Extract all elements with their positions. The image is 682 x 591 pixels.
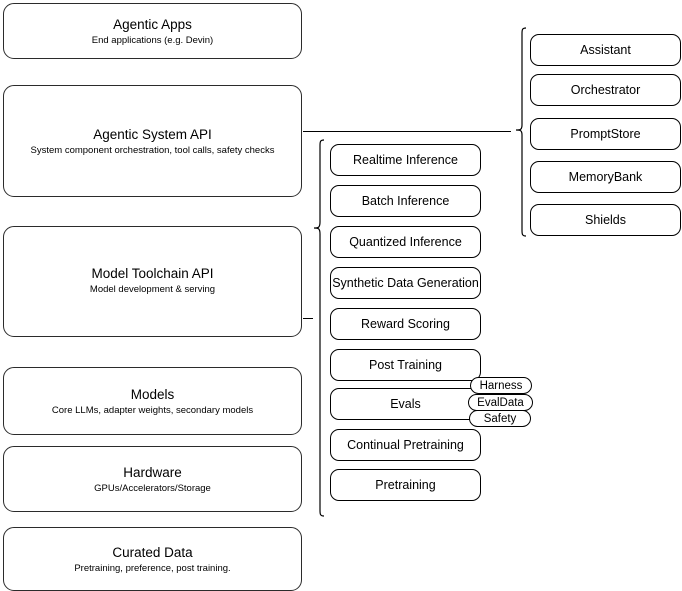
capability-label: Realtime Inference: [353, 153, 458, 167]
layer-subtitle: Core LLMs, adapter weights, secondary mo…: [51, 404, 254, 416]
capability-box-continual-pretraining[interactable]: Continual Pretraining: [330, 429, 481, 461]
component-box-memorybank[interactable]: MemoryBank: [530, 161, 681, 193]
capability-label: Post Training: [369, 358, 442, 372]
layer-title: Agentic System API: [93, 127, 212, 142]
layer-box-agentic-apps[interactable]: Agentic Apps End applications (e.g. Devi…: [3, 3, 302, 59]
capability-box-post-training[interactable]: Post Training: [330, 349, 481, 381]
component-label: Orchestrator: [570, 83, 641, 97]
brace-system-components: [515, 27, 527, 237]
component-label: MemoryBank: [568, 170, 643, 184]
component-box-promptstore[interactable]: PromptStore: [530, 118, 681, 150]
capability-box-batch-inference[interactable]: Batch Inference: [330, 185, 481, 217]
capability-box-evals[interactable]: Evals: [330, 388, 481, 420]
capability-box-synthetic-data-generation[interactable]: Synthetic Data Generation: [330, 267, 481, 299]
capability-label: Continual Pretraining: [347, 438, 464, 452]
component-box-assistant[interactable]: Assistant: [530, 34, 681, 66]
capability-label: Reward Scoring: [361, 317, 450, 331]
capability-label: Quantized Inference: [349, 235, 462, 249]
layer-box-hardware[interactable]: Hardware GPUs/Accelerators/Storage: [3, 446, 302, 512]
eval-badge-label: EvalData: [477, 396, 524, 409]
layer-subtitle: System component orchestration, tool cal…: [30, 145, 275, 156]
layer-subtitle: GPUs/Accelerators/Storage: [94, 482, 211, 494]
capability-label: Synthetic Data Generation: [332, 276, 479, 290]
layer-title: Agentic Apps: [113, 16, 192, 32]
connector-toolchain-to-capabilities: [303, 318, 313, 320]
component-label: Assistant: [580, 43, 631, 57]
capability-box-quantized-inference[interactable]: Quantized Inference: [330, 226, 481, 258]
layer-title: Curated Data: [112, 544, 193, 560]
component-label: Shields: [585, 213, 626, 227]
capability-box-pretraining[interactable]: Pretraining: [330, 469, 481, 501]
layer-box-model-toolchain-api[interactable]: Model Toolchain API Model development & …: [3, 226, 302, 337]
capability-box-reward-scoring[interactable]: Reward Scoring: [330, 308, 481, 340]
brace-toolchain-capabilities: [313, 139, 325, 517]
connector-system-api-to-components: [303, 131, 511, 133]
layer-subtitle: End applications (e.g. Devin): [91, 34, 214, 46]
component-box-orchestrator[interactable]: Orchestrator: [530, 74, 681, 106]
layer-subtitle: Model development & serving: [89, 284, 216, 295]
layer-box-curated-data[interactable]: Curated Data Pretraining, preference, po…: [3, 527, 302, 591]
layer-box-models[interactable]: Models Core LLMs, adapter weights, secon…: [3, 367, 302, 435]
capability-label: Evals: [390, 397, 421, 411]
eval-badge-label: Harness: [479, 379, 523, 392]
eval-badge-safety[interactable]: Safety: [469, 410, 531, 427]
layer-subtitle: Pretraining, preference, post training.: [74, 562, 231, 574]
capability-label: Pretraining: [375, 478, 436, 492]
component-box-shields[interactable]: Shields: [530, 204, 681, 236]
capability-box-realtime-inference[interactable]: Realtime Inference: [330, 144, 481, 176]
eval-badge-evaldata[interactable]: EvalData: [468, 394, 533, 411]
layer-box-agentic-system-api[interactable]: Agentic System API System component orch…: [3, 85, 302, 197]
capability-label: Batch Inference: [361, 194, 450, 208]
layer-title: Model Toolchain API: [91, 266, 214, 281]
layer-title: Hardware: [123, 464, 182, 480]
component-label: PromptStore: [570, 127, 641, 141]
eval-badge-harness[interactable]: Harness: [470, 377, 532, 394]
eval-badge-label: Safety: [483, 412, 517, 425]
layer-title: Models: [130, 386, 175, 402]
